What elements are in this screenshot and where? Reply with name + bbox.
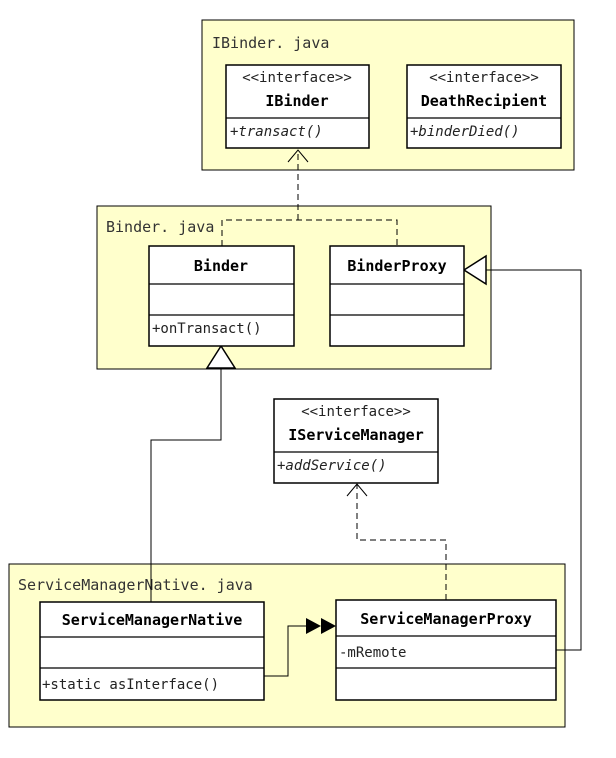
class-binder: Binder +onTransact() xyxy=(148,245,295,347)
iservicemanager-name: IServiceManager xyxy=(288,426,423,444)
association-arrowhead xyxy=(462,254,487,286)
generalization-native-to-binder xyxy=(150,344,237,604)
deathrecipient-name: DeathRecipient xyxy=(421,92,547,110)
class-ibinder: <<interface>> IBinder +transact() xyxy=(225,64,370,149)
ibinder-name: IBinder xyxy=(265,92,328,110)
arrowhead-1 xyxy=(306,618,321,634)
iservicemanager-operation: +addService() xyxy=(277,458,387,474)
class-iservicemanager: <<interface>> IServiceManager +addServic… xyxy=(273,398,439,484)
class-deathrecipient: <<interface>> DeathRecipient +binderDied… xyxy=(406,64,562,149)
ibinder-stereotype: <<interface>> xyxy=(242,70,352,86)
servicemanagerproxy-name: ServiceManagerProxy xyxy=(360,610,532,628)
ibinder-operation: +transact() xyxy=(230,124,323,140)
deathrecipient-stereotype: <<interface>> xyxy=(429,70,539,86)
deathrecipient-operation: +binderDied() xyxy=(410,124,520,140)
class-servicemanagerproxy: ServiceManagerProxy -mRemote xyxy=(335,599,557,701)
class-binderproxy: BinderProxy xyxy=(329,245,465,347)
class-servicemanagernative: ServiceManagerNative +static asInterface… xyxy=(39,601,265,701)
iservicemanager-stereotype: <<interface>> xyxy=(301,404,411,420)
binder-name: Binder xyxy=(194,257,248,275)
servicemanagerproxy-attribute: -mRemote xyxy=(339,645,406,661)
package-binder-java-label: Binder. java xyxy=(106,218,214,236)
realization-proxy-to-iservicemanager xyxy=(346,483,447,600)
package-servicemanagernative-java-label: ServiceManagerNative. java xyxy=(18,576,253,594)
generalization-arrowhead xyxy=(205,344,237,369)
binderproxy-name: BinderProxy xyxy=(347,257,446,275)
realization-binder-to-ibinder xyxy=(221,149,398,246)
servicemanagernative-operation: +static asInterface() xyxy=(42,677,219,693)
arrowhead-2 xyxy=(321,618,336,634)
dependency-native-to-proxy xyxy=(264,618,336,677)
binder-operation: +onTransact() xyxy=(152,321,262,337)
package-ibinder-java-label: IBinder. java xyxy=(212,34,329,52)
association-proxy-to-binderproxy xyxy=(462,254,582,651)
servicemanagernative-name: ServiceManagerNative xyxy=(62,611,243,629)
